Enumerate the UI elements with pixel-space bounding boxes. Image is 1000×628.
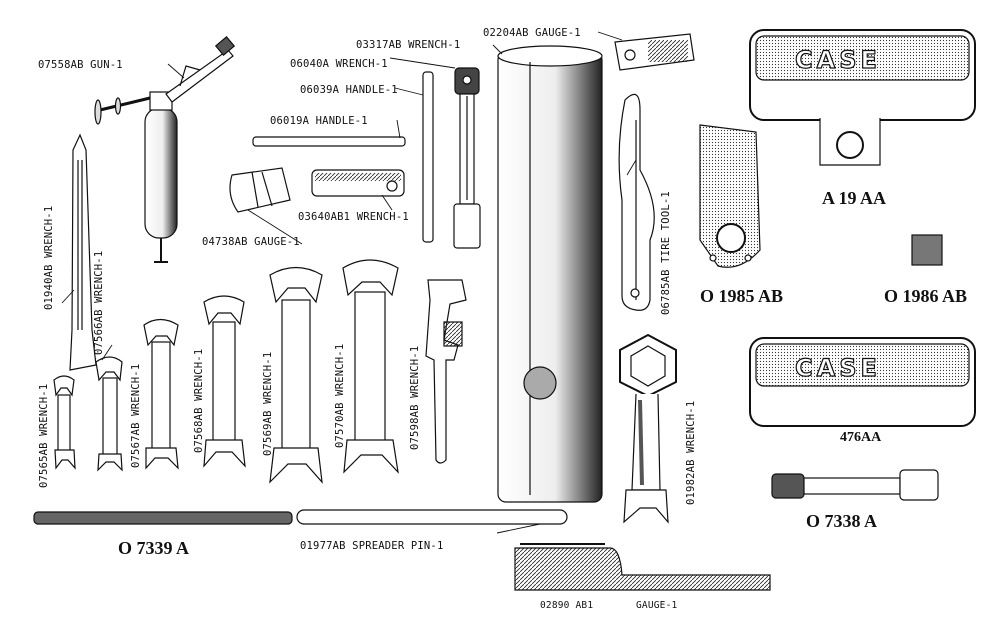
part-o1985ab: O 1985 AB	[700, 286, 784, 306]
part-476aa: 476AA	[840, 430, 882, 445]
handle-06019-icon	[252, 136, 406, 147]
tire-tool-icon	[618, 93, 655, 311]
label-wrench-01982: 01982AB WRENCH-1	[685, 400, 697, 505]
part-o7339a: O 7339 A	[118, 538, 190, 558]
label-wrench-07569: 07569AB WRENCH-1	[262, 351, 274, 456]
toolbox-a19aa-icon	[749, 29, 976, 166]
wrench-07566-icon	[95, 356, 123, 472]
case-brand-top: CASE	[795, 46, 881, 74]
label-wrench-07568: 07568AB WRENCH-1	[193, 348, 205, 453]
wrench-03640-icon	[311, 169, 405, 197]
wrench-07569-icon	[269, 266, 323, 484]
label-handle-06039: 06039A HANDLE-1	[300, 84, 398, 96]
handle-06039-icon	[422, 71, 434, 243]
block-o1986ab-icon	[911, 234, 943, 266]
wrench-03317-icon	[497, 45, 603, 503]
rod-o7339-icon	[33, 511, 293, 525]
bracket-o1985ab-icon	[699, 124, 761, 268]
label-wrench-07566: 07566AB WRENCH-1	[93, 250, 105, 355]
toolbox-476aa-icon	[749, 337, 976, 427]
wrench-07567-icon	[143, 318, 179, 470]
part-o1986ab: O 1986 AB	[884, 286, 968, 306]
label-gun: 07558AB GUN-1	[38, 59, 123, 71]
spreader-pin-icon	[296, 509, 568, 525]
part-o7338a: O 7338 A	[806, 511, 878, 531]
leader-lines	[61, 31, 637, 534]
wrench-07565-icon	[53, 375, 76, 470]
label-wrench-01940: 01940AB WRENCH-1	[43, 205, 55, 310]
label-wrench-03317: 03317AB WRENCH-1	[356, 39, 461, 51]
label-gauge-04738: 04738AB GAUGE-1	[202, 236, 300, 248]
wrench-07570-icon	[342, 259, 399, 474]
gauge-04738-icon	[229, 167, 291, 213]
wrench-01940-icon	[69, 133, 97, 371]
label-wrench-07567: 07567AB WRENCH-1	[130, 363, 142, 468]
label-gauge-02204: 02204AB GAUGE-1	[483, 27, 581, 39]
label-wrench-07598: 07598AB WRENCH-1	[409, 345, 421, 450]
label-wrench-06040: 06040A WRENCH-1	[290, 58, 388, 70]
case-brand-bottom: CASE	[795, 354, 881, 382]
part-a19aa: A 19 AA	[822, 188, 887, 208]
label-wrench-07565: 07565AB WRENCH-1	[38, 383, 50, 488]
label-gauge-02890: 02890 AB1	[540, 600, 594, 611]
gauge-02204-icon	[614, 33, 695, 71]
label-wrench-07570: 07570AB WRENCH-1	[334, 343, 346, 448]
wrench-06040-icon	[453, 67, 481, 249]
wrench-07568-icon	[203, 295, 246, 468]
bolt-o7338a-icon	[771, 469, 939, 501]
label-gauge-02890-name: GAUGE-1	[636, 600, 678, 611]
gauge-02890-icon	[514, 543, 771, 591]
label-tire-tool: 06785AB TIRE TOOL-1	[660, 191, 672, 315]
wrench-01982-icon	[619, 333, 677, 524]
label-wrench-03640: 03640AB1 WRENCH-1	[298, 211, 409, 223]
wrench-07598-icon	[425, 279, 467, 464]
grease-gun-icon	[94, 36, 236, 263]
label-spreader-pin: 01977AB SPREADER PIN-1	[300, 540, 444, 552]
label-handle-06019: 06019A HANDLE-1	[270, 115, 368, 127]
